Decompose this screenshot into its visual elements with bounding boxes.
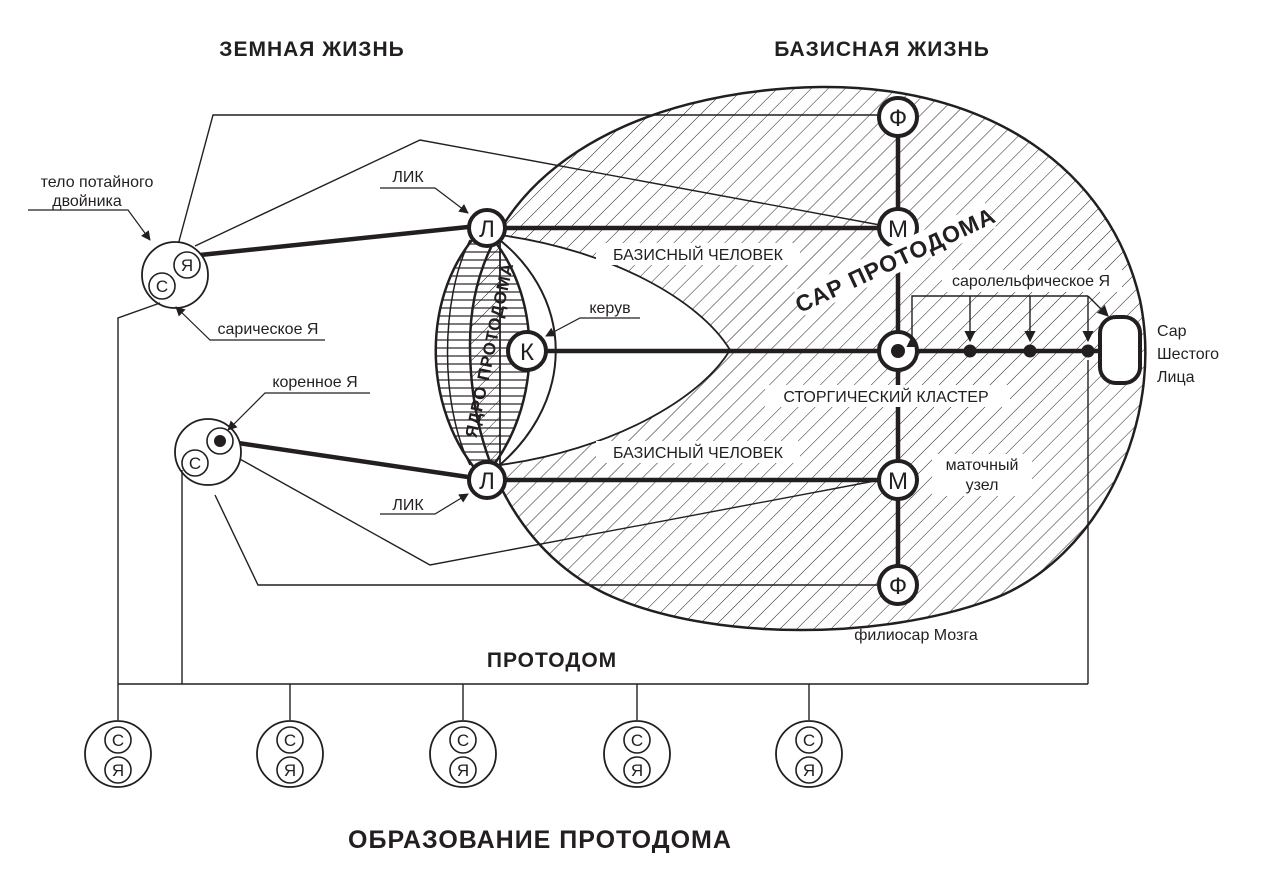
label-basic-human-bottom: БАЗИСНЫЙ ЧЕЛОВЕК [613,443,784,462]
node-l-top: Л [467,208,507,248]
protodom-member-1: С Я [84,720,152,788]
label-bg-basic-human-top [596,243,800,265]
svg-text:Я: Я [803,761,815,780]
sarodelph-dot-3 [1081,344,1095,358]
protodom-member-5: С Я [775,720,843,788]
node-k: К [506,330,548,372]
heading-earthly-life: ЗЕМНАЯ ЖИЗНЬ [219,38,404,61]
pointer-lik-bottom [380,493,469,515]
protodom-member-2: С Я [256,720,324,788]
upper-loop-line [177,114,880,246]
label-lik-bottom: ЛИК [392,497,424,514]
svg-text:М: М [888,216,908,243]
svg-text:С: С [631,731,643,750]
sarodelph-dot-2 [1023,344,1037,358]
svg-text:К: К [520,339,534,366]
protodom-member-4: С Я [603,720,671,788]
label-secret-double-1: тело потайного [41,174,154,191]
svg-text:Л: Л [479,468,495,495]
node-f-bottom: Ф [877,564,919,606]
lower-loop-line [214,494,880,586]
svg-text:Ф: Ф [889,573,907,600]
thick-root-to-l-bottom [237,440,469,480]
lower-diag-line [237,457,881,566]
label-sar-sixth-2: Шестого [1157,346,1219,363]
node-storgic-center [877,330,919,372]
pointer-sarich-self [175,306,325,341]
node-l-bottom: Л [467,460,507,500]
label-secret-double-2: двойника [52,193,122,210]
root-self-body: С [174,418,242,486]
thick-ya-to-l-top [199,224,469,258]
svg-text:С: С [112,731,124,750]
label-bg-uterine [932,454,1032,496]
core-inner-curve-2 [446,239,471,466]
label-bg-sar-protodom [793,201,997,317]
pointer-secret-double [28,209,151,241]
svg-text:С: С [803,731,815,750]
svg-text:Я: Я [631,761,643,780]
svg-text:Я: Я [181,256,193,275]
svg-text:С: С [189,454,201,473]
sarodelph-dot-1 [963,344,977,358]
heading-formation: ОБРАЗОВАНИЕ ПРОТОДОМА [348,826,732,854]
label-sarich-self: сарическое Я [218,321,319,338]
protodom-left-drop-1 [117,302,161,720]
label-sarodelph-self: саролельфическое Я [952,273,1110,290]
node-f-top: Ф [877,96,919,138]
secret-double-body: С Я [141,241,209,309]
label-bg-sarodelph [942,270,1122,292]
label-uterine-node-1: маточный [946,457,1019,474]
sarodelph-arrow-4 [1087,295,1109,317]
label-storgic-cluster: СТОРГИЧЕСКИЙ КЛАСТЕР [783,387,988,406]
sar-sixth-face-box [1098,315,1142,385]
svg-text:С: С [156,277,168,296]
svg-text:Я: Я [284,761,296,780]
svg-text:Ф: Ф [889,105,907,132]
protodom-member-3: С Я [429,720,497,788]
heading-protodom: ПРОТОДОМ [487,649,617,672]
heading-basic-life: БАЗИСНАЯ ЖИЗНЬ [774,38,990,61]
label-lik-top: ЛИК [392,169,424,186]
label-uterine-node-2: узел [966,477,999,494]
svg-text:Л: Л [479,216,495,243]
label-sar-sixth-1: Сар [1157,323,1187,340]
label-bg-storgic [765,385,1010,407]
node-m-bottom: М [877,459,919,501]
svg-text:Я: Я [112,761,124,780]
label-keruv: керув [589,300,630,317]
upper-diag-line [194,139,881,247]
pointer-root-self [227,392,370,431]
label-basic-human-top: БАЗИСНЫЙ ЧЕЛОВЕК [613,245,784,264]
label-bg-basic-human-bottom [596,441,800,463]
label-sar-sixth-3: Лица [1157,369,1195,386]
svg-text:Я: Я [457,761,469,780]
svg-text:М: М [888,468,908,495]
pointer-lik-top [380,187,469,214]
pointer-keruv [545,317,640,337]
label-filiosar: филиосар Мозга [854,627,978,644]
svg-text:С: С [457,731,469,750]
label-root-self: коренное Я [272,374,357,391]
svg-text:С: С [284,731,296,750]
